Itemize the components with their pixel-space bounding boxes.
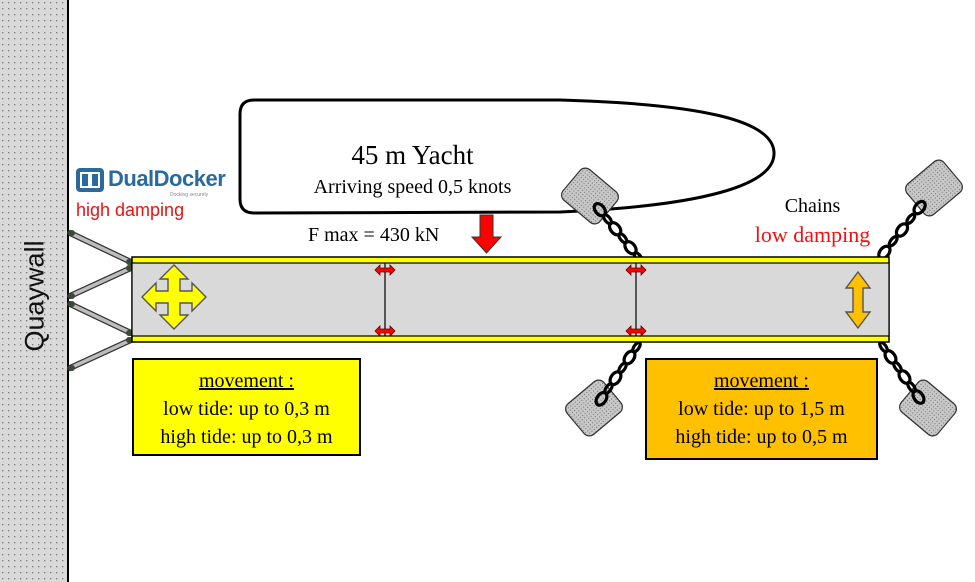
movement-box-left: movement : low tide: up to 0,3 m high ti… [132, 358, 361, 456]
chains-label: Chains [784, 195, 841, 217]
quaywall-label: Quaywall [19, 240, 50, 352]
four-way-move-icon [141, 264, 207, 330]
right-damping-label: low damping [754, 222, 871, 247]
joint-movement-arrow-icon [625, 325, 647, 337]
brand-tagline: Docking securely [170, 192, 209, 198]
force-arrow-icon [470, 214, 503, 254]
chain [594, 340, 642, 407]
brand-name: DualDocker [108, 166, 226, 191]
anchor-block-icon [565, 379, 623, 437]
yacht-title: 45 m Yacht [351, 140, 474, 170]
movement-title: movement : [199, 370, 294, 392]
strut [67, 265, 134, 299]
dualdocker-logo-icon [76, 168, 104, 192]
anchor-block-icon [899, 379, 957, 437]
joint-movement-arrow-icon [374, 325, 396, 337]
movement-high-tide: high tide: up to 0,5 m [675, 426, 848, 448]
strut [67, 230, 134, 265]
strut [67, 337, 134, 371]
vertical-move-icon [844, 270, 872, 330]
movement-high-tide: high tide: up to 0,3 m [160, 426, 333, 448]
yacht-speed: Arriving speed 0,5 knots [313, 176, 512, 198]
pontoon [131, 256, 890, 343]
force-label: F max = 430 kN [308, 224, 440, 246]
movement-title: movement : [714, 370, 809, 392]
movement-box-right: movement : low tide: up to 1,5 m high ti… [645, 358, 878, 460]
joint-movement-arrow-icon [374, 264, 396, 276]
yacht-hull [238, 98, 776, 215]
movement-low-tide: low tide: up to 1,5 m [678, 398, 845, 420]
quaywall [0, 0, 69, 582]
joint-movement-arrow-icon [625, 264, 647, 276]
chain [878, 340, 926, 405]
left-damping-label: high damping [76, 200, 185, 220]
movement-low-tide: low tide: up to 0,3 m [163, 398, 330, 420]
strut [67, 301, 134, 336]
dualdocker-struts [67, 230, 134, 371]
anchor-block-icon [905, 159, 963, 217]
anchor-chains [561, 159, 963, 437]
joint-arrows [374, 264, 647, 337]
